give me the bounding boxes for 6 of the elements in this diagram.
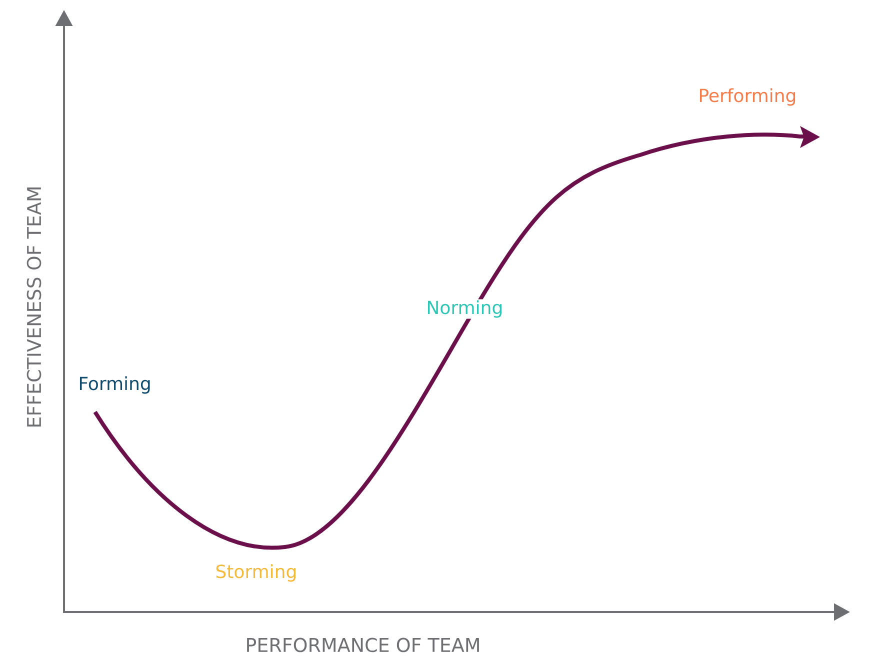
stage-label: Performing bbox=[697, 87, 798, 107]
stage-label: Storming bbox=[214, 563, 298, 583]
axis-title: EFFECTIVENESS OF TEAM bbox=[26, 184, 42, 430]
stage-label: Norming bbox=[425, 299, 504, 319]
axis-title: PERFORMANCE OF TEAM bbox=[244, 636, 482, 654]
stage-label: Forming bbox=[77, 375, 152, 395]
